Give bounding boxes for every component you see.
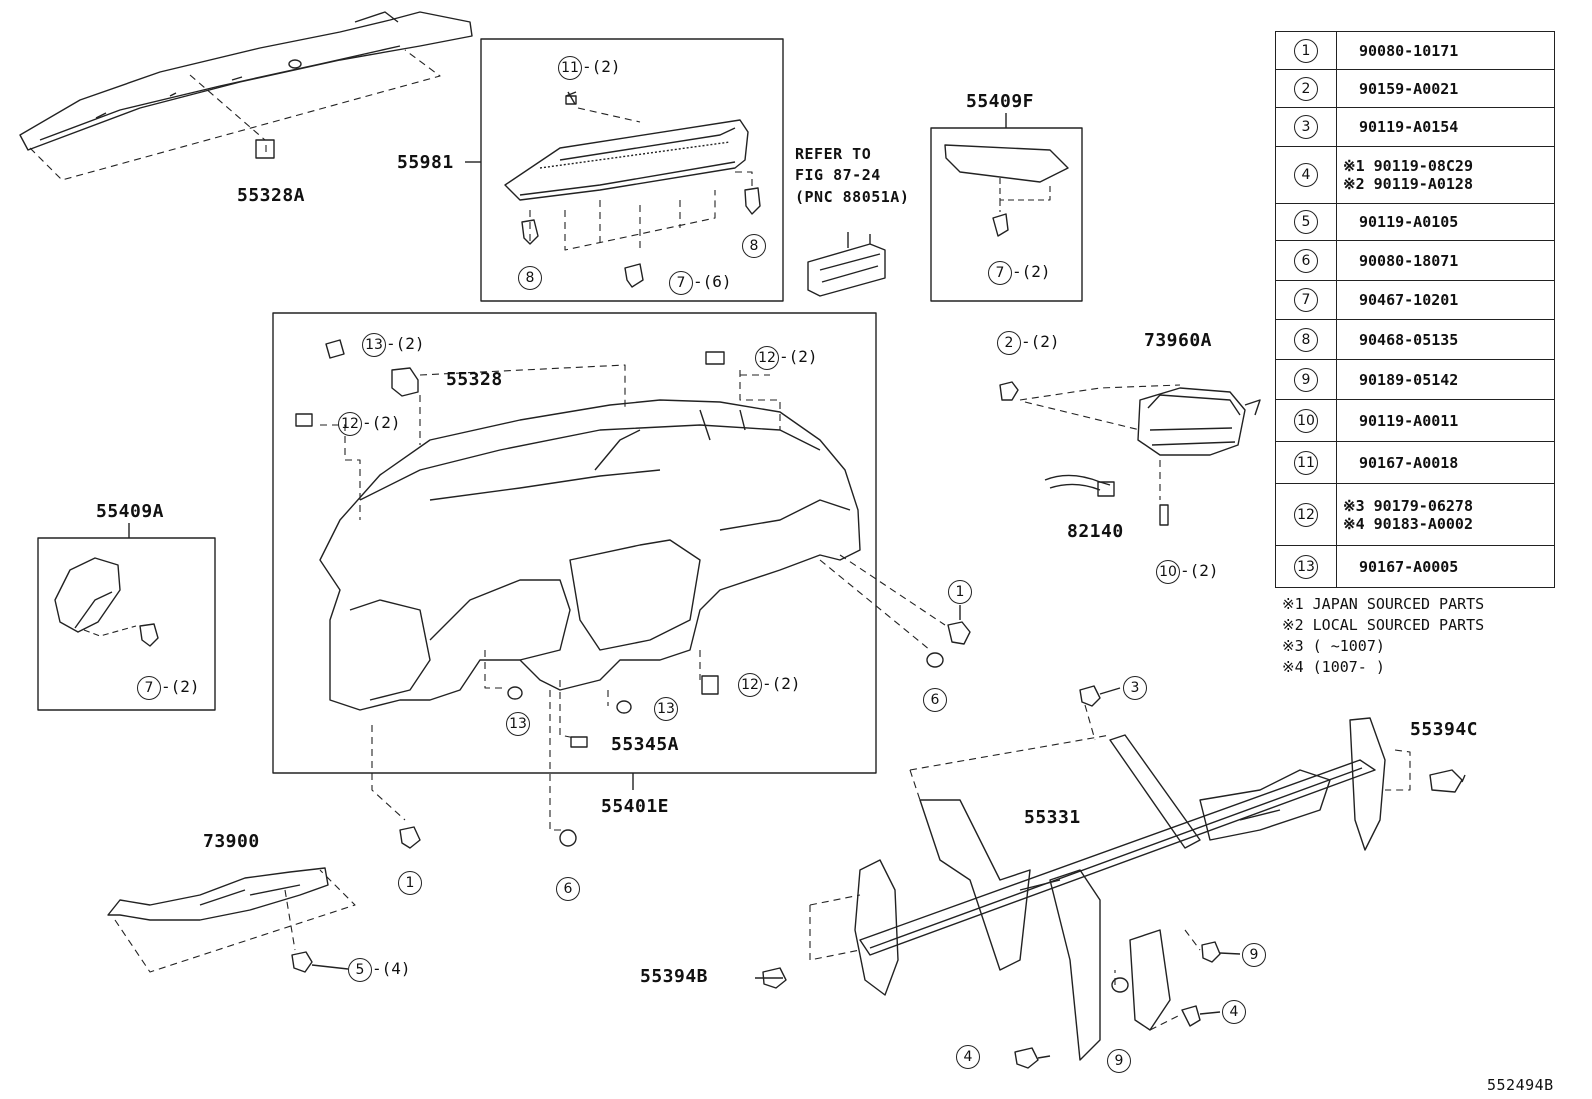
callout-8: 8 bbox=[742, 234, 766, 258]
label-82140: 82140 bbox=[1067, 521, 1124, 542]
table-row: 12※3 90179-06278※4 90183-A0002 bbox=[1275, 483, 1555, 546]
callout-13: 13-(2) bbox=[362, 333, 425, 357]
bracket-73900-drawing bbox=[107, 867, 329, 921]
label-55331: 55331 bbox=[1024, 807, 1081, 828]
footnotes: ※1 JAPAN SOURCED PARTS ※2 LOCAL SOURCED … bbox=[1282, 594, 1484, 678]
instrument-panel-drawing bbox=[319, 399, 861, 711]
callout-6: 6 bbox=[556, 877, 580, 901]
callout-13: 13 bbox=[654, 697, 678, 721]
callout-9: 9 bbox=[1107, 1049, 1131, 1073]
callout-4: 4 bbox=[956, 1045, 980, 1069]
label-55409A: 55409A bbox=[96, 501, 165, 522]
callout-4: 4 bbox=[1222, 1000, 1246, 1024]
clip-55328A-drawing bbox=[255, 139, 275, 159]
footnote-4: ※4 (1007- ) bbox=[1282, 658, 1385, 676]
label-55394C: 55394C bbox=[1410, 719, 1479, 740]
box-55401E bbox=[272, 312, 877, 774]
callout-6: 6 bbox=[923, 688, 947, 712]
callout-3: 3 bbox=[1123, 676, 1147, 700]
callout-12: 12-(2) bbox=[338, 412, 401, 436]
defroster-panel-drawing bbox=[19, 11, 473, 151]
callout-13: 13 bbox=[506, 712, 530, 736]
label-55981: 55981 bbox=[397, 152, 454, 173]
callout-1: 1 bbox=[948, 580, 972, 604]
label-73900: 73900 bbox=[203, 831, 260, 852]
label-pnc: (PNC 88051A) bbox=[795, 188, 910, 206]
footnote-3: ※3 ( ~1007) bbox=[1282, 637, 1385, 655]
callout-7: 7-(2) bbox=[137, 676, 200, 700]
diagram-id: 552494B bbox=[1487, 1076, 1554, 1094]
label-55328: 55328 bbox=[446, 369, 503, 390]
box-55981 bbox=[480, 38, 784, 302]
callout-11: 11-(2) bbox=[558, 56, 621, 80]
callout-12: 12-(2) bbox=[755, 346, 818, 370]
callout-5: 5-(4) bbox=[348, 958, 411, 982]
label-55409F: 55409F bbox=[966, 91, 1035, 112]
callout-8: 8 bbox=[518, 266, 542, 290]
label-55345A: 55345A bbox=[611, 734, 680, 755]
callout-9: 9 bbox=[1242, 943, 1266, 967]
control-module-drawing bbox=[807, 232, 886, 297]
footnote-1: ※1 JAPAN SOURCED PARTS bbox=[1282, 595, 1485, 613]
reinforcement-55331-drawing bbox=[854, 717, 1386, 1061]
label-refer-to: REFER TO bbox=[795, 145, 872, 163]
airbag-module-drawing bbox=[1137, 387, 1261, 456]
callout-7: 7-(6) bbox=[669, 271, 732, 295]
label-55401E: 55401E bbox=[601, 796, 670, 817]
label-55394B: 55394B bbox=[640, 966, 709, 987]
table-row: 4※1 90119-08C29※2 90119-A0128 bbox=[1275, 146, 1555, 204]
callout-7: 7-(2) bbox=[988, 261, 1051, 285]
center-cluster-panel-drawing bbox=[504, 119, 749, 201]
box-55409A bbox=[37, 537, 216, 711]
label-73960A: 73960A bbox=[1144, 330, 1213, 351]
callout-10: 10-(2) bbox=[1156, 560, 1219, 584]
label-fig: FIG 87-24 bbox=[795, 166, 881, 184]
callout-12: 12-(2) bbox=[738, 673, 801, 697]
footnote-2: ※2 LOCAL SOURCED PARTS bbox=[1282, 616, 1485, 634]
label-55328A: 55328A bbox=[237, 185, 306, 206]
callout-2: 2-(2) bbox=[997, 331, 1060, 355]
callout-1: 1 bbox=[398, 871, 422, 895]
